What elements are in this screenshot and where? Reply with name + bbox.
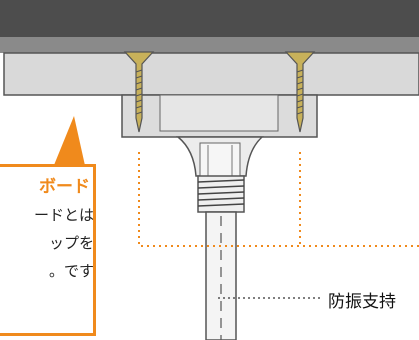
callout-pointer: [52, 116, 86, 170]
damper-inner-lines: [207, 145, 233, 176]
callout-line-2: ップを: [48, 234, 94, 252]
screw-right: [284, 51, 316, 133]
callout-title: ボード: [39, 177, 90, 197]
leader-line-screws: [138, 152, 419, 247]
screw-left: [123, 51, 155, 133]
callout-line-3: です。: [48, 262, 94, 280]
support-label: 防振支持: [328, 292, 396, 312]
callout-box: [0, 164, 96, 336]
board-layer: [3, 52, 419, 96]
callout-line-1: ードとは: [33, 206, 94, 224]
damper-core: [199, 142, 241, 177]
thread-lines: [197, 179, 245, 207]
ceiling-slab-dark: [0, 0, 419, 37]
ceiling-slab-stripe: [0, 37, 419, 53]
mount-block-inner: [159, 94, 279, 132]
